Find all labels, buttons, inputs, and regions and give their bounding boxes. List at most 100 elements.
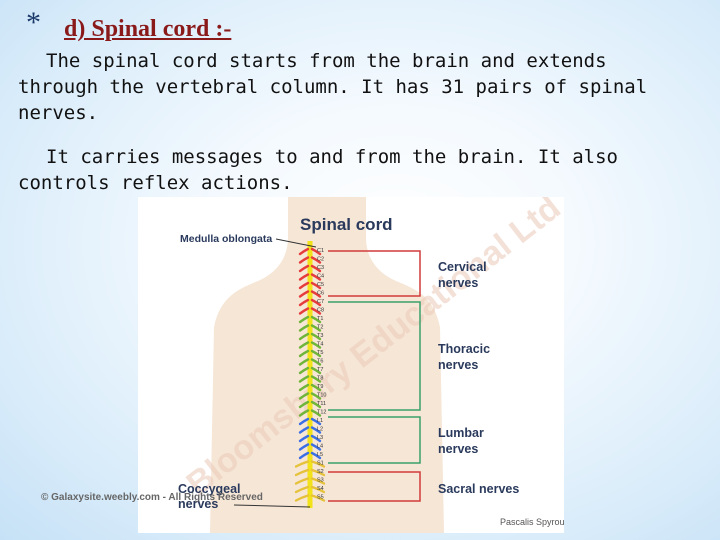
nerve-c4-right xyxy=(310,273,322,281)
nerve-l4-right xyxy=(310,443,322,451)
segment-label-c8: C8 xyxy=(317,308,324,314)
segment-label-t10: T10 xyxy=(317,393,326,399)
thoracic-sub-label: nerves xyxy=(438,358,478,372)
nerve-t6-left xyxy=(298,358,310,366)
segment-label-t6: T6 xyxy=(317,359,323,365)
segment-label-c7: C7 xyxy=(317,299,324,305)
segment-label-c2: C2 xyxy=(317,257,324,263)
paragraph-1: The spinal cord starts from the brain an… xyxy=(18,48,658,126)
nerve-t1-right xyxy=(310,315,322,324)
nerve-c8-right xyxy=(310,307,322,315)
segment-label-s2: S2 xyxy=(317,469,324,475)
bullet-star: * xyxy=(26,6,41,39)
segment-label-l2: L2 xyxy=(317,427,323,433)
nerve-c6-right xyxy=(310,290,322,298)
nerve-l2-right xyxy=(310,426,322,434)
nerve-s4-left xyxy=(294,485,310,494)
nerve-t11-right xyxy=(310,400,322,409)
coccygeal-sub-label: nerves xyxy=(178,497,218,511)
nerve-t4-left xyxy=(298,341,310,349)
nerve-c2-right xyxy=(310,256,322,264)
nerve-c7-right xyxy=(310,298,322,307)
nerve-t3-left xyxy=(298,332,310,341)
nerve-c3-left xyxy=(298,264,310,273)
coccygeal-pointer xyxy=(233,504,311,508)
nerve-l5-left xyxy=(298,451,310,460)
segment-label-t11: T11 xyxy=(317,401,326,407)
nerve-c5-right xyxy=(310,281,322,290)
nerve-c4-left xyxy=(298,273,310,281)
sacral-bracket xyxy=(328,471,421,502)
lumbar-sub-label: nerves xyxy=(438,442,478,456)
segment-label-l3: L3 xyxy=(317,435,323,441)
nerve-t3-right xyxy=(310,332,322,341)
segment-label-s3: S3 xyxy=(317,478,324,484)
segment-label-t2: T2 xyxy=(317,325,323,331)
nerve-t12-left xyxy=(298,409,310,417)
nerve-l1-left xyxy=(298,417,310,426)
segment-label-c3: C3 xyxy=(317,265,324,271)
coccygeal-label: Coccygeal xyxy=(178,482,241,496)
segment-label-s5: S5 xyxy=(317,495,324,501)
segment-label-c4: C4 xyxy=(317,274,324,280)
copyright-credit: © Galaxysite.weebly.com - All Rights Res… xyxy=(41,492,263,503)
nerve-c7-left xyxy=(298,298,310,307)
nerve-l1-right xyxy=(310,417,322,426)
nerve-t1-left xyxy=(298,315,310,324)
nerve-l2-left xyxy=(298,426,310,434)
segment-label-t5: T5 xyxy=(317,350,323,356)
paragraph-2: It carries messages to and from the brai… xyxy=(18,144,658,196)
sacral-label: Sacral nerves xyxy=(438,482,519,496)
segment-label-t7: T7 xyxy=(317,367,323,373)
lumbar-bracket xyxy=(328,416,421,464)
nerve-t2-right xyxy=(310,324,322,332)
heading-text: d) Spinal cord :- xyxy=(64,16,232,42)
nerve-s4-right xyxy=(310,485,326,494)
segment-label-t8: T8 xyxy=(317,376,323,382)
segment-label-l5: L5 xyxy=(317,452,323,458)
cord-trunk xyxy=(307,241,313,508)
paragraph-1-text: The spinal cord starts from the brain an… xyxy=(18,50,648,124)
segment-label-l1: L1 xyxy=(317,418,323,424)
segment-label-s1: S1 xyxy=(317,461,324,467)
nerve-t9-right xyxy=(310,383,322,392)
nerve-c1-left xyxy=(298,247,310,256)
medulla-label: Medulla oblongata xyxy=(180,233,272,245)
cervical-sub-label: nerves xyxy=(438,276,478,290)
nerve-t5-left xyxy=(298,349,310,358)
nerve-t2-left xyxy=(298,324,310,332)
cervical-bracket xyxy=(328,250,421,297)
segment-label-t9: T9 xyxy=(317,384,323,390)
nerve-t7-left xyxy=(298,366,310,375)
nerve-t11-left xyxy=(298,400,310,409)
thoracic-bracket xyxy=(328,301,421,411)
segment-label-t4: T4 xyxy=(317,342,323,348)
nerve-c6-left xyxy=(298,290,310,298)
medulla-pointer xyxy=(275,238,317,248)
nerve-t10-right xyxy=(310,392,322,400)
nerve-c5-left xyxy=(298,281,310,290)
body-silhouette xyxy=(210,197,444,533)
segment-label-l4: L4 xyxy=(317,444,323,450)
nerve-t8-left xyxy=(298,375,310,383)
nerve-t7-right xyxy=(310,366,322,375)
nerve-t4-right xyxy=(310,341,322,349)
nerve-l4-left xyxy=(298,443,310,451)
nerve-t6-right xyxy=(310,358,322,366)
segment-label-c5: C5 xyxy=(317,282,324,288)
nerve-t10-left xyxy=(298,392,310,400)
paragraph-2-text: It carries messages to and from the brai… xyxy=(18,146,618,194)
segment-label-t12: T12 xyxy=(317,410,326,416)
nerve-s1-right xyxy=(310,460,326,468)
nerve-s3-left xyxy=(294,477,310,485)
nerve-t9-left xyxy=(298,383,310,392)
segment-label-c1: C1 xyxy=(317,248,324,254)
nerve-s5-right xyxy=(310,494,326,502)
nerve-c2-left xyxy=(298,256,310,264)
spinal-cord-diagram: Bloomsbury Educational Ltd C1C2C3C4C5C6C… xyxy=(178,197,564,533)
nerve-l3-left xyxy=(298,434,310,443)
nerve-t8-right xyxy=(310,375,322,383)
nerve-t12-right xyxy=(310,409,322,417)
nerve-l3-right xyxy=(310,434,322,443)
